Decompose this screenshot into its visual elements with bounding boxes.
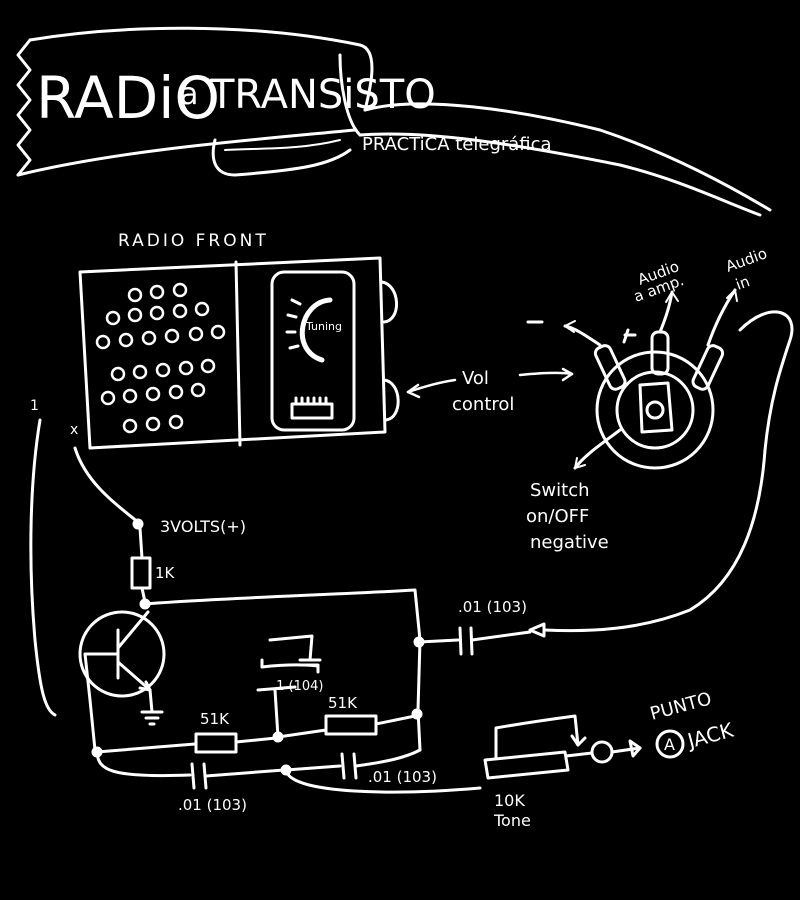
- radio-body: [78, 256, 400, 450]
- vol-arrows: [406, 367, 574, 399]
- audio-in-wire: [543, 310, 794, 633]
- title-banner: [16, 26, 772, 217]
- vol-label: Vol: [462, 368, 489, 389]
- potentiometer: [526, 288, 738, 470]
- cap-top-label: .01 (103): [458, 598, 527, 616]
- mark-1: 1: [30, 398, 39, 414]
- switch-label-2: on/OFF: [526, 506, 589, 527]
- speaker-grille: [95, 282, 226, 434]
- tuning-label: Tuning: [305, 320, 342, 333]
- switch-label-1: Switch: [530, 480, 590, 501]
- audio-in-label-1: Audio: [723, 244, 769, 275]
- subtitle-text: PRÁCTiCA telegráfica: [362, 133, 552, 155]
- title-a: a: [180, 77, 198, 112]
- r1k-label: 1K: [155, 564, 176, 582]
- cap-bottom-mid-label: .01 (103): [368, 768, 437, 786]
- title-transisto: TRANSiSTO: [209, 72, 436, 118]
- switch-label-3: negative: [530, 532, 609, 553]
- r51k-a-label: 51K: [200, 710, 230, 728]
- audio-in-label-2: in: [733, 272, 752, 294]
- circuit: [29, 418, 685, 794]
- tone-label: Tone: [493, 811, 531, 830]
- punto-label: PUNTO: [648, 688, 714, 725]
- control-label: control: [452, 394, 514, 415]
- cap-mid-label: .1 (104): [272, 679, 324, 694]
- tone-value-label: 10K: [494, 791, 525, 810]
- radio-front-label: RADIO FRONT: [118, 231, 269, 251]
- r51k-b-label: 51K: [328, 694, 358, 712]
- cap-bottom-left-label: .01 (103): [178, 796, 247, 814]
- mark-x: x: [70, 422, 78, 438]
- title-radio: RADiO: [36, 64, 220, 132]
- volts-label: 3VOLTS(+): [160, 517, 246, 536]
- jack-label: JACK: [683, 718, 736, 754]
- audio-arrow: [528, 622, 546, 638]
- jack-letter: A: [664, 735, 675, 754]
